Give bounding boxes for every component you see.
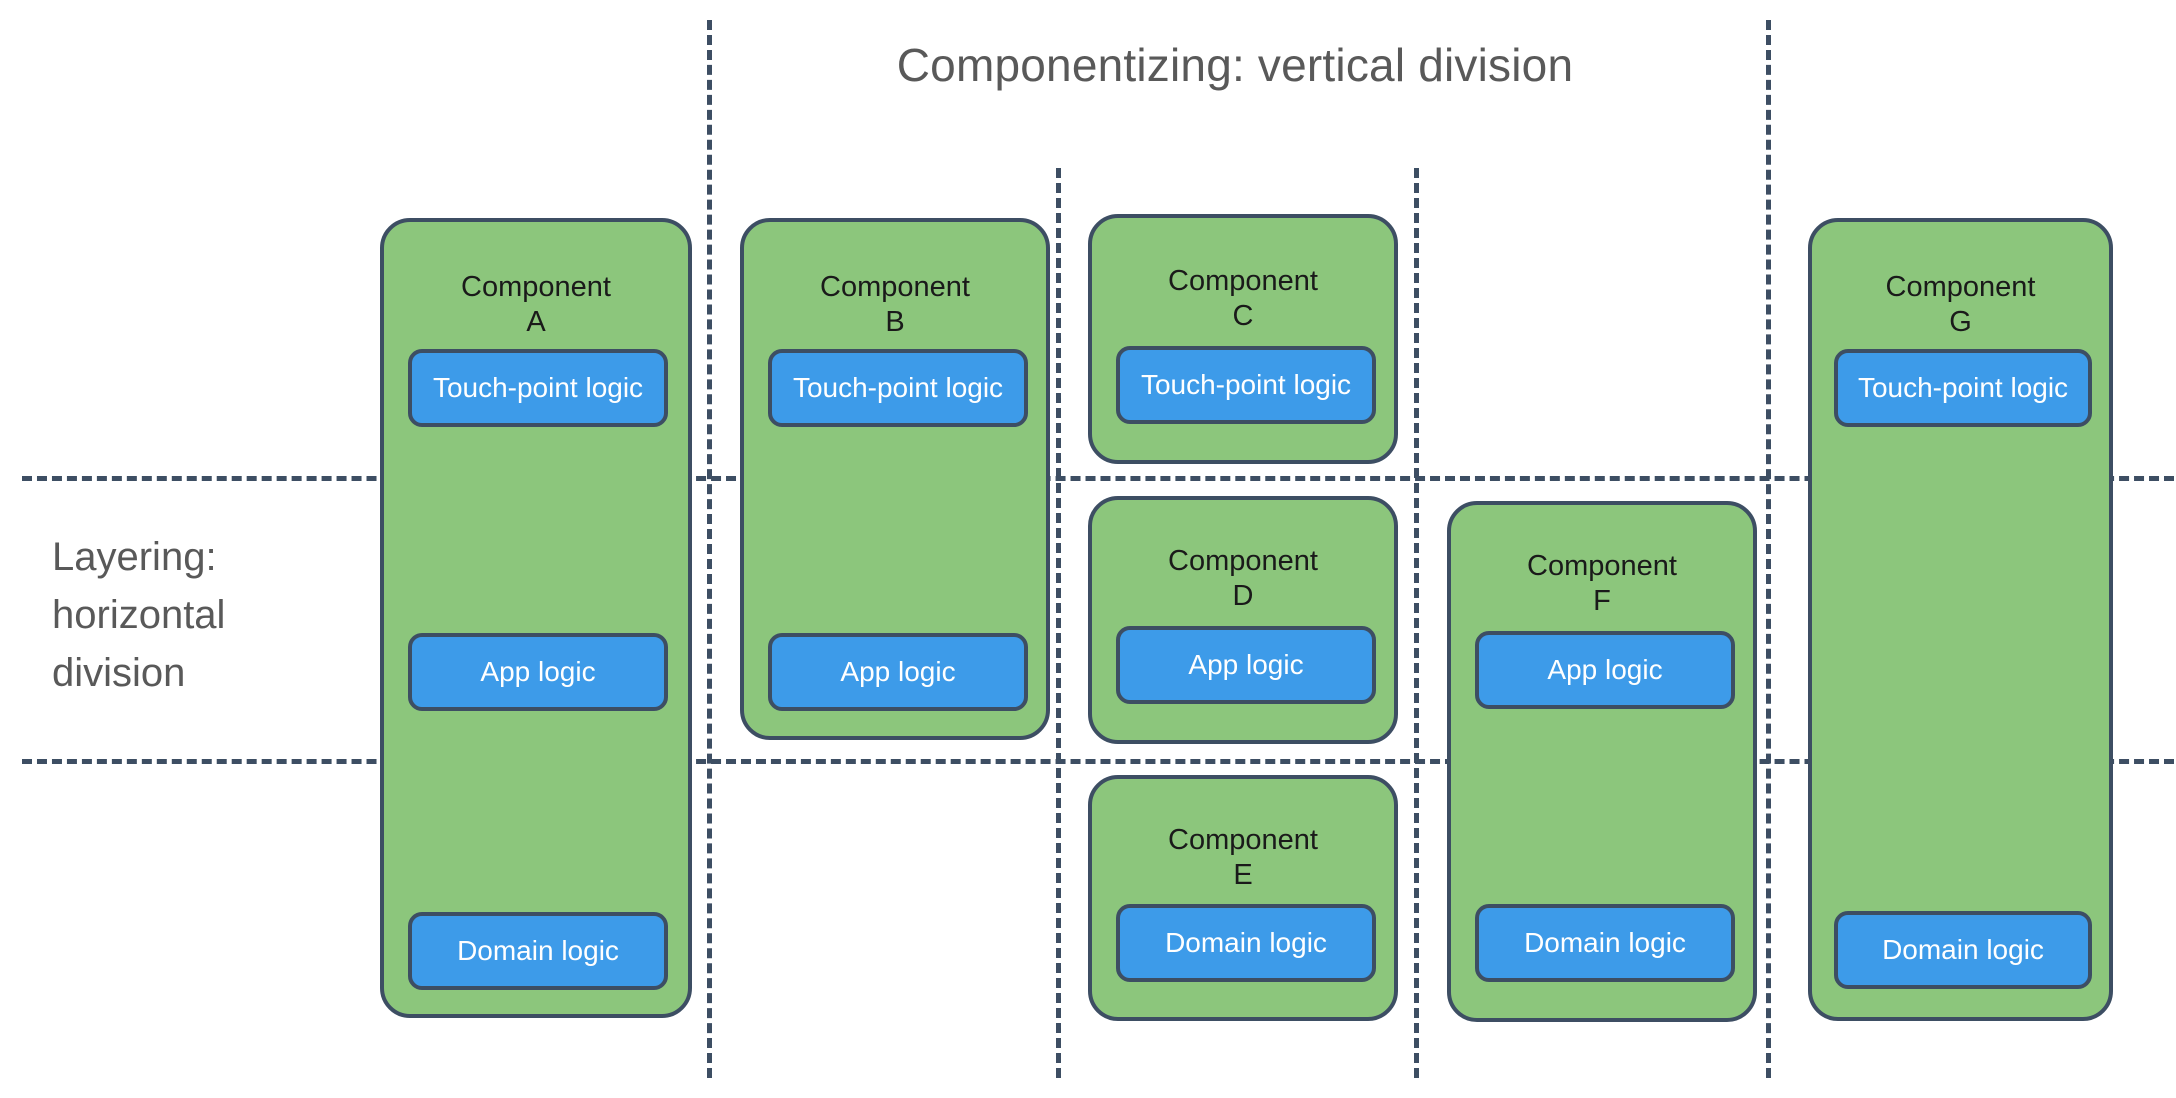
component-D[interactable]: Component D App logic — [1088, 496, 1398, 744]
layering-axis-label: Layering: horizontal division — [52, 528, 352, 702]
component-E-block-domain[interactable]: Domain logic — [1116, 904, 1376, 982]
component-F-block-app[interactable]: App logic — [1475, 631, 1735, 709]
component-F[interactable]: Component F App logic Domain logic — [1447, 501, 1757, 1022]
component-B[interactable]: Component B Touch-point logic App logic — [740, 218, 1050, 740]
component-D-name: Component — [1168, 545, 1318, 577]
component-D-title: Component D — [1092, 544, 1394, 614]
component-D-letter: D — [1232, 580, 1254, 612]
component-G-letter: G — [1949, 306, 1972, 338]
component-C-letter: C — [1232, 300, 1254, 332]
component-C-title: Component C — [1092, 264, 1394, 334]
component-B-title: Component B — [744, 270, 1046, 340]
component-F-block-domain[interactable]: Domain logic — [1475, 904, 1735, 982]
component-F-title: Component F — [1451, 549, 1753, 619]
component-E-name: Component — [1168, 824, 1318, 856]
component-A-block-domain[interactable]: Domain logic — [408, 912, 668, 990]
component-B-letter: B — [885, 306, 905, 338]
component-A[interactable]: Component A Touch-point logic App logic … — [380, 218, 692, 1018]
vertical-divider-2 — [1056, 168, 1061, 1078]
component-G-block-touch-point[interactable]: Touch-point logic — [1834, 349, 2092, 427]
horizontal-divider-1 — [22, 476, 2174, 481]
component-C-block-touch-point[interactable]: Touch-point logic — [1116, 346, 1376, 424]
component-E[interactable]: Component E Domain logic — [1088, 775, 1398, 1021]
component-G-title: Component G — [1812, 270, 2109, 340]
component-A-name: Component — [461, 271, 611, 303]
component-G[interactable]: Component G Touch-point logic Domain log… — [1808, 218, 2113, 1021]
layering-label-line3: division — [52, 651, 186, 695]
component-C-name: Component — [1168, 265, 1318, 297]
component-C[interactable]: Component C Touch-point logic — [1088, 214, 1398, 464]
component-D-block-app[interactable]: App logic — [1116, 626, 1376, 704]
component-A-title: Component A — [384, 270, 688, 340]
component-B-block-touch-point[interactable]: Touch-point logic — [768, 349, 1028, 427]
horizontal-divider-2 — [22, 759, 2174, 764]
component-G-block-domain[interactable]: Domain logic — [1834, 911, 2092, 989]
layering-label-line1: Layering: — [52, 535, 217, 579]
component-F-name: Component — [1527, 550, 1677, 582]
component-A-block-app[interactable]: App logic — [408, 633, 668, 711]
vertical-divider-3 — [1414, 168, 1419, 1078]
component-B-name: Component — [820, 271, 970, 303]
page-title: Componentizing: vertical division — [896, 39, 1574, 91]
component-E-title: Component E — [1092, 823, 1394, 893]
layering-label-line2: horizontal — [52, 593, 226, 637]
vertical-divider-4 — [1766, 20, 1771, 1078]
vertical-divider-1 — [707, 20, 712, 1078]
component-A-letter: A — [526, 306, 546, 338]
component-F-letter: F — [1593, 585, 1611, 617]
component-A-block-touch-point[interactable]: Touch-point logic — [408, 349, 668, 427]
component-B-block-app[interactable]: App logic — [768, 633, 1028, 711]
component-G-name: Component — [1885, 271, 2036, 303]
component-E-letter: E — [1233, 859, 1253, 891]
